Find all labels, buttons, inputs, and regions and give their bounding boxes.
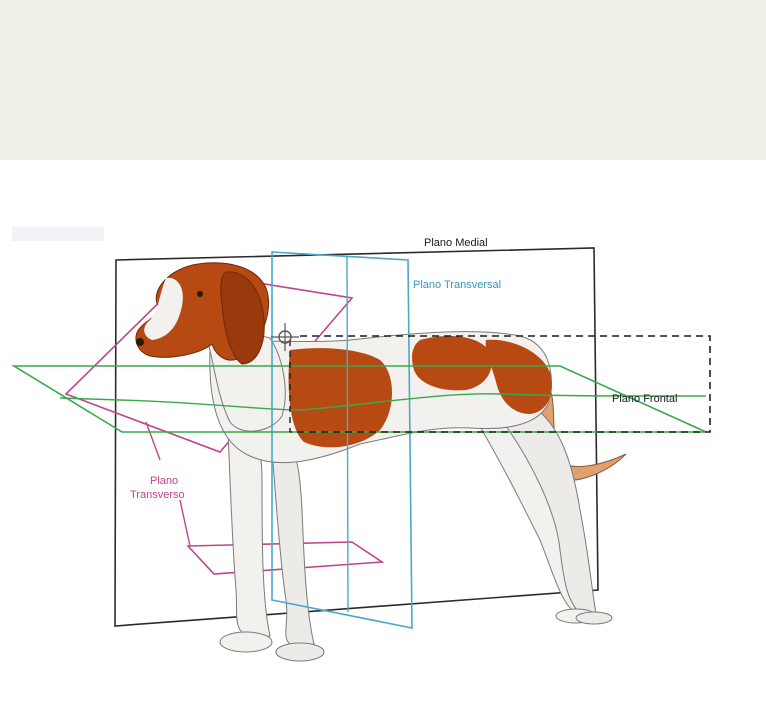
transversal-plane-divider — [347, 256, 348, 612]
label-plano-transverso-1: Plano — [150, 475, 178, 487]
dog-illustration — [136, 263, 626, 661]
label-plano-transverso-2: Transverso — [130, 489, 185, 501]
label-plano-frontal: Plano Frontal — [612, 393, 677, 405]
anatomical-planes-diagram: Plano Medial Plano Transversal Plano Fro… — [0, 160, 766, 725]
top-band — [0, 0, 766, 160]
smudge-mark — [12, 227, 104, 241]
label-plano-medial: Plano Medial — [424, 237, 488, 249]
label-plano-transversal: Plano Transversal — [413, 279, 501, 291]
